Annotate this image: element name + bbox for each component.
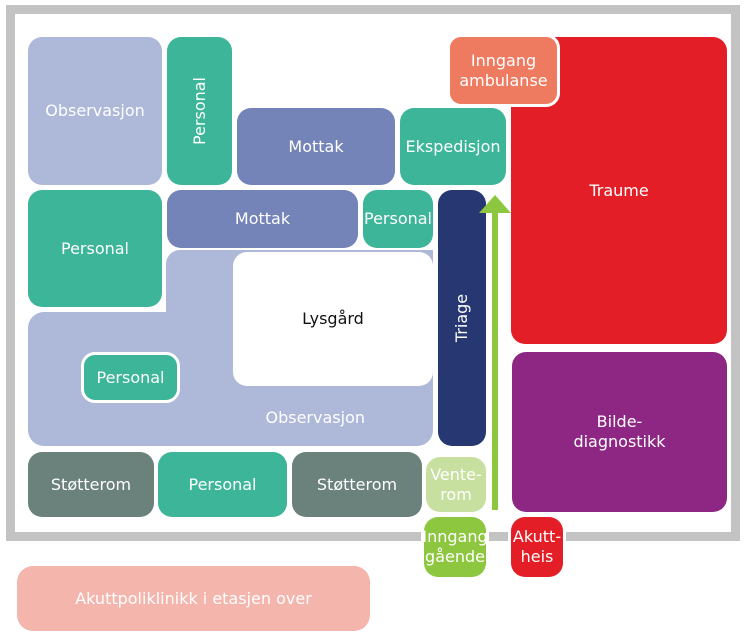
room-label: Mottak xyxy=(288,136,344,156)
room-label: Lysgård xyxy=(302,309,364,328)
room-label: Mottak xyxy=(234,209,291,228)
room-label: Personal xyxy=(189,76,209,146)
room-ekspedisjon[interactable]: Ekspedisjon xyxy=(400,108,506,185)
room-label: Inngang ambulanse xyxy=(459,50,548,90)
room-label: Traume xyxy=(589,180,649,200)
room-personal-left[interactable]: Personal xyxy=(28,190,162,307)
room-personal-inner[interactable]: Personal xyxy=(81,352,180,403)
upper-floor-note: Akuttpoliklinikk i etasjen over xyxy=(17,566,370,631)
room-triage[interactable]: Triage xyxy=(438,190,486,446)
room-lysgard: Lysgård xyxy=(233,252,433,386)
room-venterom[interactable]: Vente- rom xyxy=(426,457,486,512)
room-label: Akutt- heis xyxy=(512,527,562,566)
room-label: Bilde- diagnostikk xyxy=(573,412,666,451)
room-label: Vente- rom xyxy=(430,464,482,504)
room-label: Personal xyxy=(96,367,165,387)
room-label: Triage xyxy=(452,293,471,343)
room-label: Støtterom xyxy=(316,474,398,494)
room-bildediagnostikk[interactable]: Bilde- diagnostikk xyxy=(512,352,727,512)
room-label: Personal xyxy=(188,474,257,494)
upper-floor-note-text: Akuttpoliklinikk i etasjen over xyxy=(75,588,312,608)
room-mottak-mid[interactable]: Mottak xyxy=(167,190,358,248)
room-label: Inngang gående xyxy=(422,527,488,566)
arrow-up-icon xyxy=(479,195,511,213)
room-label: Personal xyxy=(363,209,432,228)
room-personal-vertical[interactable]: Personal xyxy=(167,37,232,185)
room-inngang-ambulanse[interactable]: Inngang ambulanse xyxy=(447,34,560,107)
room-akuttheis[interactable]: Akutt- heis xyxy=(511,517,563,577)
room-observasjon-top[interactable]: Observasjon xyxy=(28,37,162,185)
patient-flow-arrow-shaft xyxy=(492,210,498,510)
room-personal-bottom[interactable]: Personal xyxy=(158,452,287,517)
room-stotterom-2[interactable]: Støtterom xyxy=(292,452,422,517)
room-label: Personal xyxy=(60,238,129,258)
room-label: Ekspedisjon xyxy=(405,136,501,156)
room-label: Observasjon xyxy=(265,408,366,427)
room-mottak-top[interactable]: Mottak xyxy=(237,108,395,185)
room-label: Observasjon xyxy=(45,101,145,120)
room-inngang-gaende[interactable]: Inngang gående xyxy=(422,517,488,577)
room-stotterom-1[interactable]: Støtterom xyxy=(28,452,154,517)
room-label: Støtterom xyxy=(50,474,132,494)
room-personal-small[interactable]: Personal xyxy=(363,190,433,248)
